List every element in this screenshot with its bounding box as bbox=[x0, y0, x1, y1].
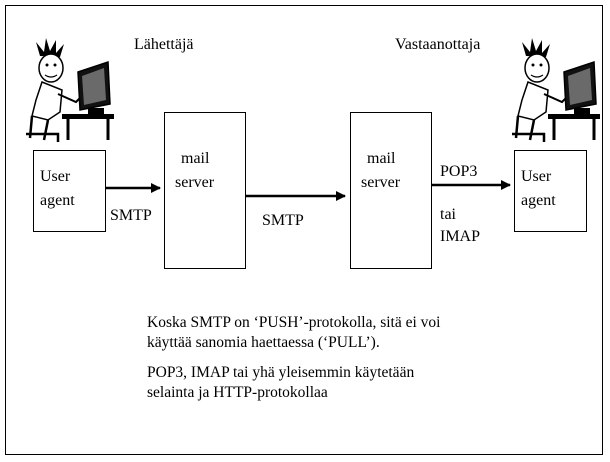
person-at-computer-icon bbox=[26, 38, 114, 142]
receiver-label: Vastaanottaja bbox=[395, 36, 481, 53]
mail-server-left-box: mail server bbox=[164, 112, 246, 269]
tai-label: tai bbox=[440, 206, 456, 223]
sender-label: Lähettäjä bbox=[134, 36, 194, 53]
paragraph-2-line-1: POP3, IMAP tai yhä yleisemmin käytetään bbox=[147, 364, 415, 381]
mail-server-right-box: mail server bbox=[350, 112, 432, 269]
imap-label: IMAP bbox=[440, 228, 481, 245]
smtp-label-1: SMTP bbox=[110, 207, 152, 224]
user-agent-right-line1: User bbox=[521, 168, 552, 185]
user-agent-left-box: User agent bbox=[33, 150, 106, 232]
person-at-computer-icon bbox=[512, 38, 600, 142]
pop3-label: POP3 bbox=[440, 163, 478, 180]
user-agent-left-line2: agent bbox=[40, 192, 75, 209]
user-agent-right-box: User agent bbox=[514, 150, 587, 232]
paragraph-1-line-1: Koska SMTP on ‘PUSH’-protokolla, sitä ei… bbox=[147, 314, 441, 331]
paragraph-1-line-2: käyttää sanomia haettaessa (‘PULL’). bbox=[147, 334, 380, 351]
smtp-label-2: SMTP bbox=[262, 212, 304, 229]
mail-server-left-line2: server bbox=[175, 174, 215, 191]
user-agent-right-line2: agent bbox=[521, 192, 556, 209]
mail-server-left-line1: mail bbox=[181, 150, 210, 167]
paragraph-2-line-2: selainta ja HTTP-protokollaa bbox=[147, 384, 328, 401]
slide-frame bbox=[5, 5, 603, 455]
mail-server-right-line2: server bbox=[361, 174, 401, 191]
user-agent-left-line1: User bbox=[40, 168, 71, 185]
mail-server-right-line1: mail bbox=[367, 150, 396, 167]
